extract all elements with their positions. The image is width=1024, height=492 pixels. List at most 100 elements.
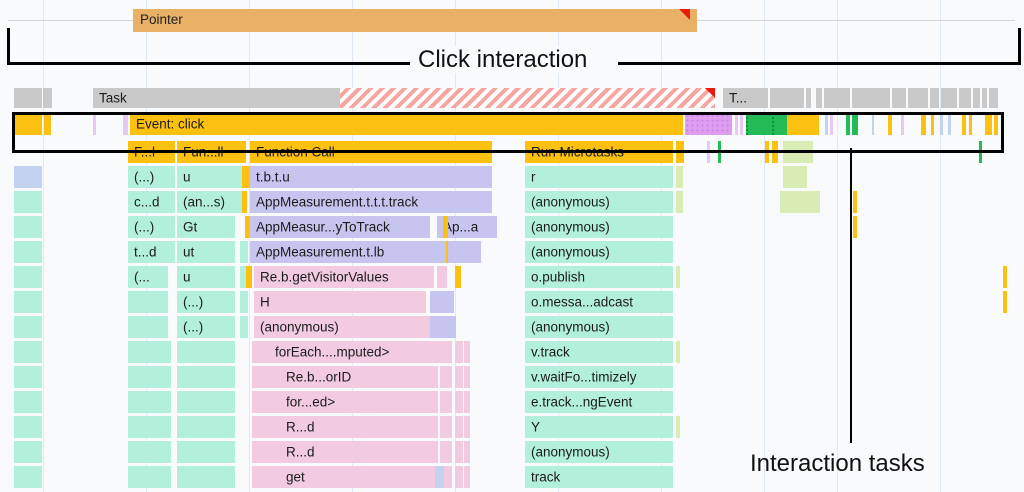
task-block[interactable]: [852, 88, 890, 108]
flame-block-left-strip[interactable]: [14, 291, 42, 313]
task-block-t[interactable]: T...: [723, 88, 768, 108]
flame-block-micro[interactable]: [245, 216, 250, 238]
flame-block-right[interactable]: (anonymous): [525, 316, 673, 338]
flame-block-left-strip[interactable]: [14, 191, 42, 213]
flame-block-teal-micro[interactable]: [166, 341, 171, 363]
flame-block-micro[interactable]: [437, 266, 447, 288]
flame-block-blue-sub[interactable]: [435, 466, 444, 488]
event-block[interactable]: [852, 113, 858, 135]
flame-block-pink-sub[interactable]: [440, 391, 452, 413]
flame-block-teal-micro[interactable]: [138, 291, 143, 313]
flame-block-micro[interactable]: [443, 216, 448, 238]
flame-block-teal-micro[interactable]: [142, 416, 147, 438]
event-block[interactable]: [940, 113, 943, 135]
flame-block-teal-micro[interactable]: [130, 441, 135, 463]
flame-block-pink-sub[interactable]: [262, 391, 269, 413]
flame-block-teal-micro[interactable]: [130, 466, 135, 488]
flame-block-teal-micro[interactable]: [130, 366, 135, 388]
flame-block-left-strip[interactable]: [14, 366, 42, 388]
flame-block-col-a[interactable]: t...d: [128, 241, 175, 263]
flame-block-col-b[interactable]: [177, 366, 235, 388]
long-task-hatched-block[interactable]: [340, 88, 715, 108]
flame-block-teal-micro[interactable]: [142, 341, 147, 363]
flame-block-teal-micro[interactable]: [154, 316, 159, 338]
flame-block-pink-sub[interactable]: [440, 341, 452, 363]
flame-block-pink-sub[interactable]: [455, 391, 463, 413]
flame-block-filler[interactable]: [240, 241, 248, 263]
event-block[interactable]: [962, 113, 966, 135]
flame-block-teal-micro[interactable]: [166, 466, 171, 488]
flame-block-straggler[interactable]: [1003, 266, 1007, 288]
flame-block-filler[interactable]: [240, 266, 248, 288]
flame-block-teal-micro[interactable]: [142, 441, 147, 463]
flame-block-col-b[interactable]: [177, 416, 235, 438]
event-block[interactable]: [994, 113, 998, 135]
flame-block-left-strip[interactable]: [14, 341, 42, 363]
flame-block-teal-micro[interactable]: [160, 441, 165, 463]
flame-block-teal-micro[interactable]: [160, 466, 165, 488]
event-block[interactable]: [740, 113, 743, 135]
flame-block-col-b[interactable]: [177, 391, 235, 413]
flame-block-right[interactable]: o.publish: [525, 266, 673, 288]
task-block[interactable]: [824, 88, 850, 108]
flame-block-pink-sub[interactable]: [464, 366, 470, 388]
flame-block-pink-sub[interactable]: [272, 416, 279, 438]
flame-block-col-b[interactable]: u: [177, 166, 246, 188]
flame-block-main[interactable]: (anonymous): [254, 316, 444, 338]
flame-block-main[interactable]: R...d: [258, 416, 438, 438]
flame-block-teal-micro[interactable]: [136, 416, 141, 438]
event-block[interactable]: [15, 113, 42, 135]
event-block[interactable]: [123, 113, 128, 135]
flame-block-lightgreen[interactable]: [780, 191, 820, 213]
event-block[interactable]: [825, 113, 828, 135]
flame-block-filler[interactable]: [240, 316, 248, 338]
flame-block-pink-sub[interactable]: [272, 466, 279, 488]
flame-block-col-a[interactable]: c...d: [128, 191, 175, 213]
event-block[interactable]: [830, 113, 833, 135]
flame-block-teal-micro[interactable]: [148, 416, 153, 438]
pointer-event-bar[interactable]: Pointer: [133, 9, 697, 32]
flame-block-pink-sub[interactable]: [455, 416, 463, 438]
flame-block-teal-micro[interactable]: [136, 391, 141, 413]
flame-block-teal-micro[interactable]: [148, 466, 153, 488]
flame-block-pink-sub[interactable]: [455, 366, 463, 388]
flame-block-lightgreen[interactable]: [783, 166, 807, 188]
flame-block-micro[interactable]: [448, 241, 466, 263]
flame-block-pink-sub[interactable]: [272, 441, 279, 463]
flame-block-pink-sub[interactable]: [262, 466, 269, 488]
flame-block-right[interactable]: (anonymous): [525, 241, 673, 263]
flame-block-teal-micro[interactable]: [154, 291, 159, 313]
flame-block-col-b[interactable]: (...): [177, 291, 235, 313]
flame-block-left-strip[interactable]: [14, 266, 42, 288]
flame-block-main[interactable]: get: [258, 466, 438, 488]
flame-block-pink-sub[interactable]: [455, 341, 463, 363]
flame-block-pink-sub[interactable]: [252, 416, 259, 438]
flame-block-teal-micro[interactable]: [160, 366, 165, 388]
flame-block-teal-micro[interactable]: [142, 366, 147, 388]
flame-block-micro[interactable]: [455, 266, 461, 288]
flame-block-main[interactable]: for...ed>: [258, 391, 438, 413]
event-block-violet[interactable]: [685, 113, 732, 135]
flame-block-pink-sub[interactable]: [464, 466, 470, 488]
flame-block-pink-sub[interactable]: [272, 366, 279, 388]
flame-block-teal-micro[interactable]: [148, 341, 153, 363]
flame-block-teal-micro[interactable]: [154, 391, 159, 413]
flame-block-straggler[interactable]: [676, 191, 680, 213]
flame-block-col-b[interactable]: (an...s): [177, 191, 246, 213]
flame-block-teal-micro[interactable]: [130, 341, 135, 363]
flame-block-straggler[interactable]: [679, 166, 683, 188]
flame-block-left-strip[interactable]: [14, 166, 42, 188]
event-block[interactable]: [921, 113, 926, 135]
flame-block-straggler[interactable]: [853, 216, 857, 238]
flame-block-pink-sub[interactable]: [272, 391, 279, 413]
flame-block-col-b[interactable]: Gt: [177, 216, 235, 238]
flame-block-pink-sub[interactable]: [262, 366, 269, 388]
flame-block-teal-micro[interactable]: [154, 466, 159, 488]
flame-block-straggler[interactable]: [679, 191, 683, 213]
task-block[interactable]: [14, 88, 42, 108]
flame-block-teal-micro[interactable]: [130, 291, 135, 313]
flame-block-teal-micro[interactable]: [154, 441, 159, 463]
flame-block-main[interactable]: Re.b.getVisitorValues: [254, 266, 434, 288]
flame-block-left-strip[interactable]: [14, 241, 42, 263]
flame-block-col-b[interactable]: [177, 341, 235, 363]
